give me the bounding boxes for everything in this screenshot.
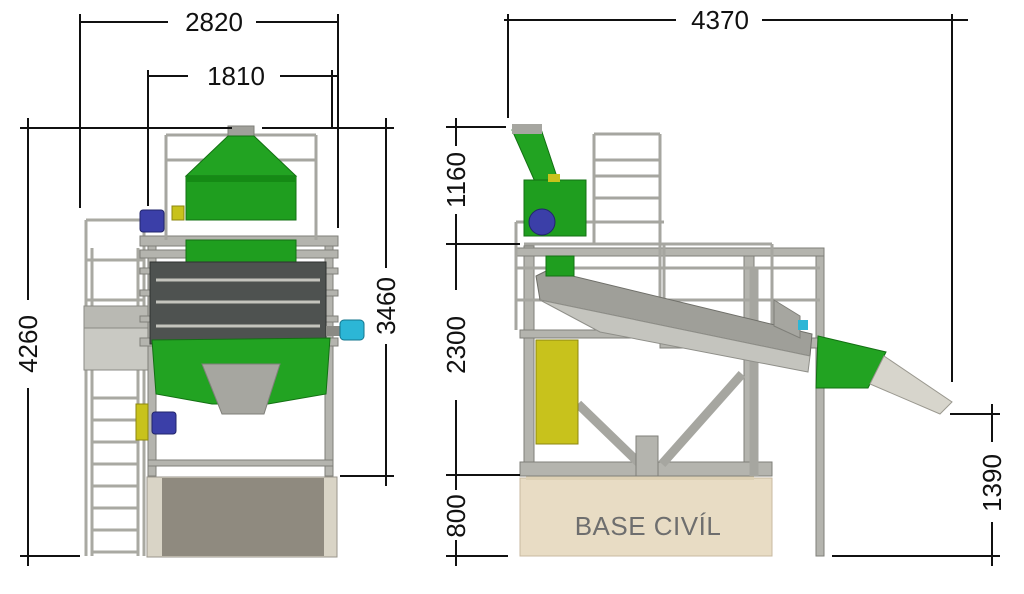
front-motor-bottom [135, 403, 177, 441]
side-brace-node [635, 435, 659, 477]
front-hopper-band [186, 176, 296, 182]
front-pit-interior [162, 478, 324, 556]
side-discharge-chute [869, 355, 953, 415]
dim-height-middle: 2300 [441, 316, 471, 374]
base-label: BASE CIVÍL [575, 511, 722, 541]
front-screen-bars [156, 278, 320, 328]
front-dimensions [20, 14, 394, 566]
side-cyan-fitting [798, 320, 808, 330]
front-ladder [84, 218, 146, 556]
side-hopper-skirt [545, 255, 575, 277]
side-motor [528, 208, 556, 236]
side-x-bracing [574, 268, 759, 476]
side-feed-inlet [512, 124, 542, 134]
dim-length-total: 4370 [691, 5, 749, 35]
side-guard [773, 299, 801, 339]
dim-height-total: 4260 [13, 315, 43, 373]
dim-height-top: 1160 [441, 152, 471, 208]
front-view: 2820 1810 4260 3460 [13, 7, 401, 566]
side-concrete-base [519, 477, 773, 557]
dim-height-base: 800 [441, 494, 471, 537]
side-yellow-chute [535, 339, 579, 445]
front-hopper-top [184, 135, 298, 177]
front-motor-top [139, 205, 185, 233]
side-deck-shadow [539, 299, 811, 373]
dim-width-total: 2820 [185, 7, 243, 37]
dim-width-screen: 1810 [207, 61, 265, 91]
front-discharge-chute [201, 363, 281, 415]
front-platform-deck [83, 327, 149, 371]
side-yellow-latch [548, 174, 560, 182]
dim-discharge-height: 1390 [977, 454, 1007, 512]
front-motor-right [326, 319, 365, 341]
front-hopper-body [185, 175, 297, 221]
side-dimensions [446, 14, 1000, 566]
side-view: BASE CIVÍL [441, 5, 1007, 566]
side-discharge-hopper [815, 335, 887, 389]
dim-height-machine: 3460 [371, 277, 401, 335]
